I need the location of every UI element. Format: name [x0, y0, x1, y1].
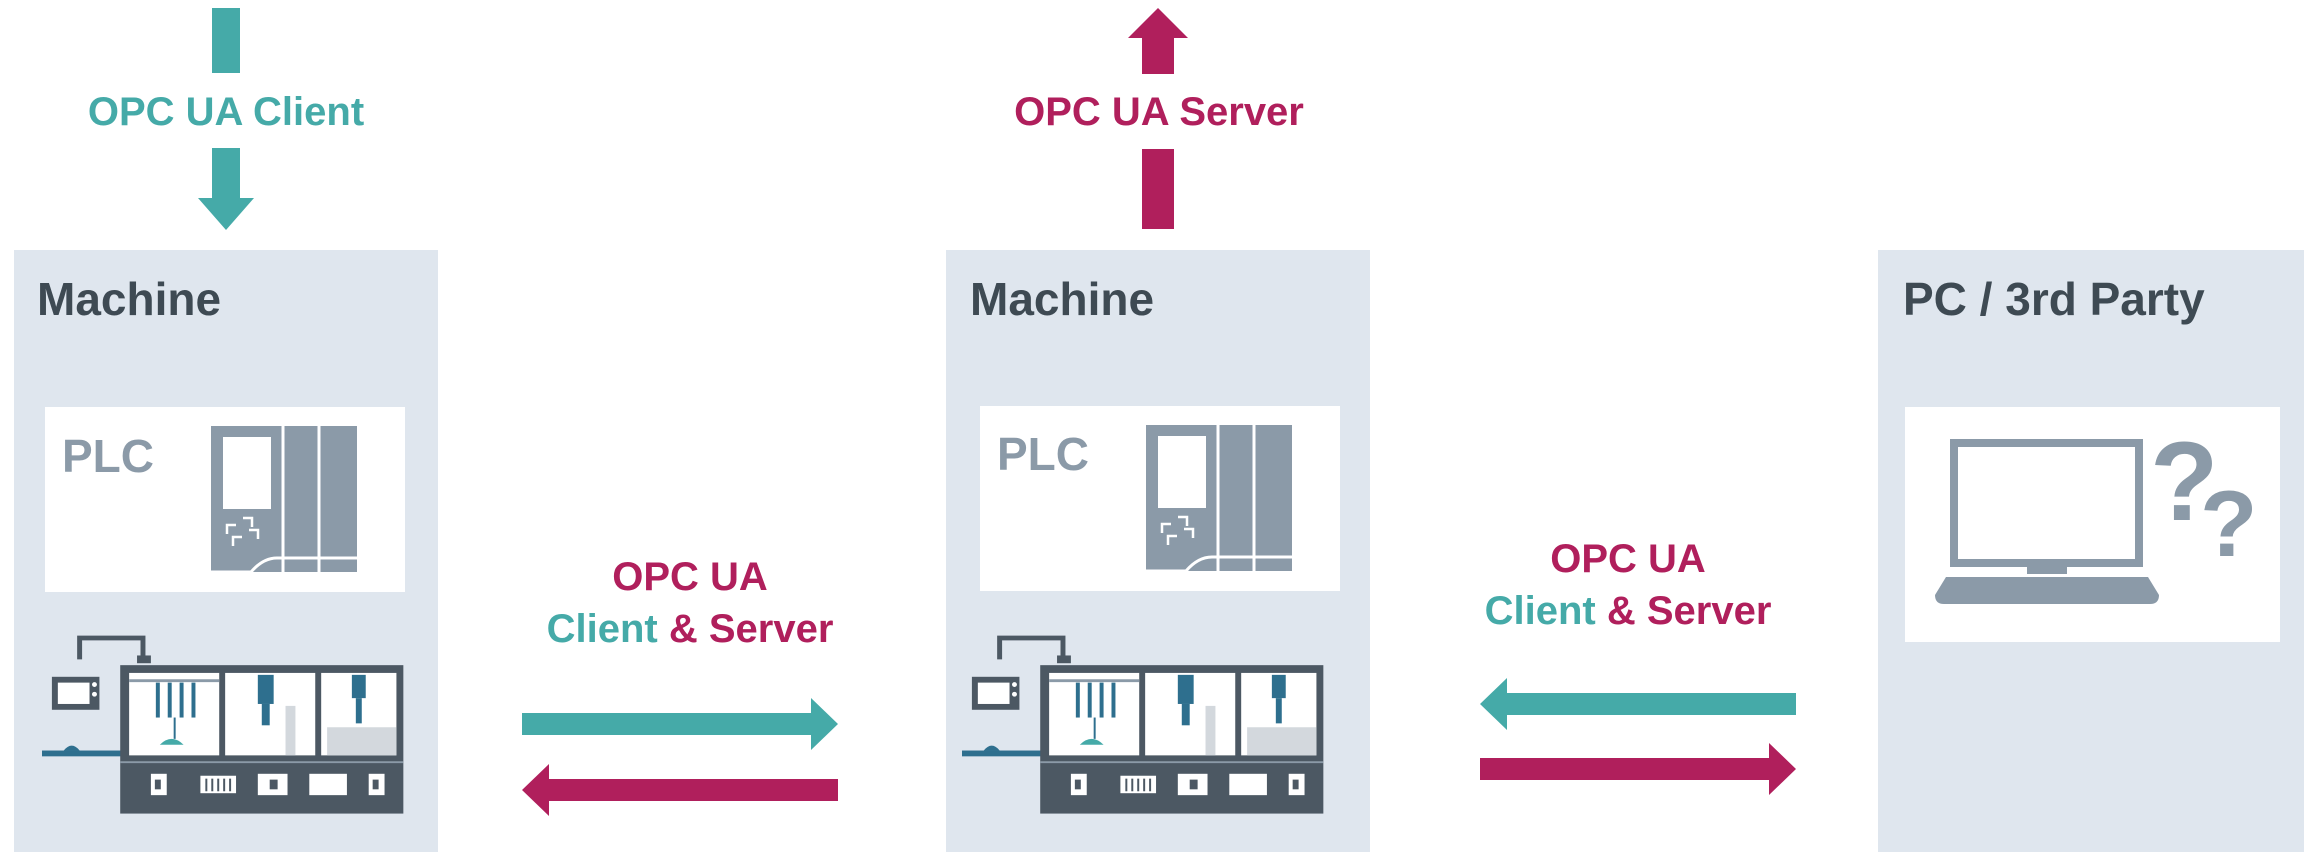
link-left-middle-line1: OPC UA [612, 555, 768, 599]
arrow-right-client [522, 698, 838, 750]
arrow-left-client [1480, 678, 1796, 730]
left-machine-title: Machine [37, 273, 221, 325]
opc-ua-client-label: OPC UA Client [88, 90, 364, 134]
opc-ua-server-label: OPC UA Server [1014, 90, 1304, 134]
left-plc-label: PLC [62, 430, 154, 482]
arrow-left-server [522, 764, 838, 816]
link-middle-right-line2: Client & Server [1485, 589, 1772, 633]
link-middle-right-line1: OPC UA [1550, 537, 1706, 581]
link-left-middle-server: & Server [658, 607, 834, 651]
middle-machine-title: Machine [970, 273, 1154, 325]
middle-plc-label: PLC [997, 428, 1089, 480]
pc-title: PC / 3rd Party [1903, 273, 2205, 325]
svg-text:?: ? [2150, 419, 2218, 544]
svg-text:?: ? [2200, 471, 2257, 576]
plc-controller-icon [209, 424, 359, 574]
link-left-middle: OPC UA Client & Server [522, 555, 838, 816]
arrow-right-server [1480, 743, 1796, 795]
question-mark-icon: ? ? [2150, 419, 2257, 576]
plc-controller-icon [1144, 423, 1294, 573]
pc-box: PC / 3rd Party ? ? [1878, 250, 2304, 852]
link-middle-right-server: & Server [1596, 589, 1772, 633]
link-left-middle-client: Client [547, 607, 658, 651]
laptop-icon [1935, 439, 2159, 604]
left-machine-box: Machine PLC [14, 250, 438, 852]
top-client-arrow: OPC UA Client [88, 8, 364, 230]
link-middle-right-client: Client [1485, 589, 1596, 633]
link-left-middle-line2: Client & Server [547, 607, 834, 651]
middle-machine-box: Machine PLC [946, 250, 1370, 852]
link-middle-right: OPC UA Client & Server [1480, 537, 1796, 795]
top-server-arrow: OPC UA Server [1014, 8, 1304, 229]
